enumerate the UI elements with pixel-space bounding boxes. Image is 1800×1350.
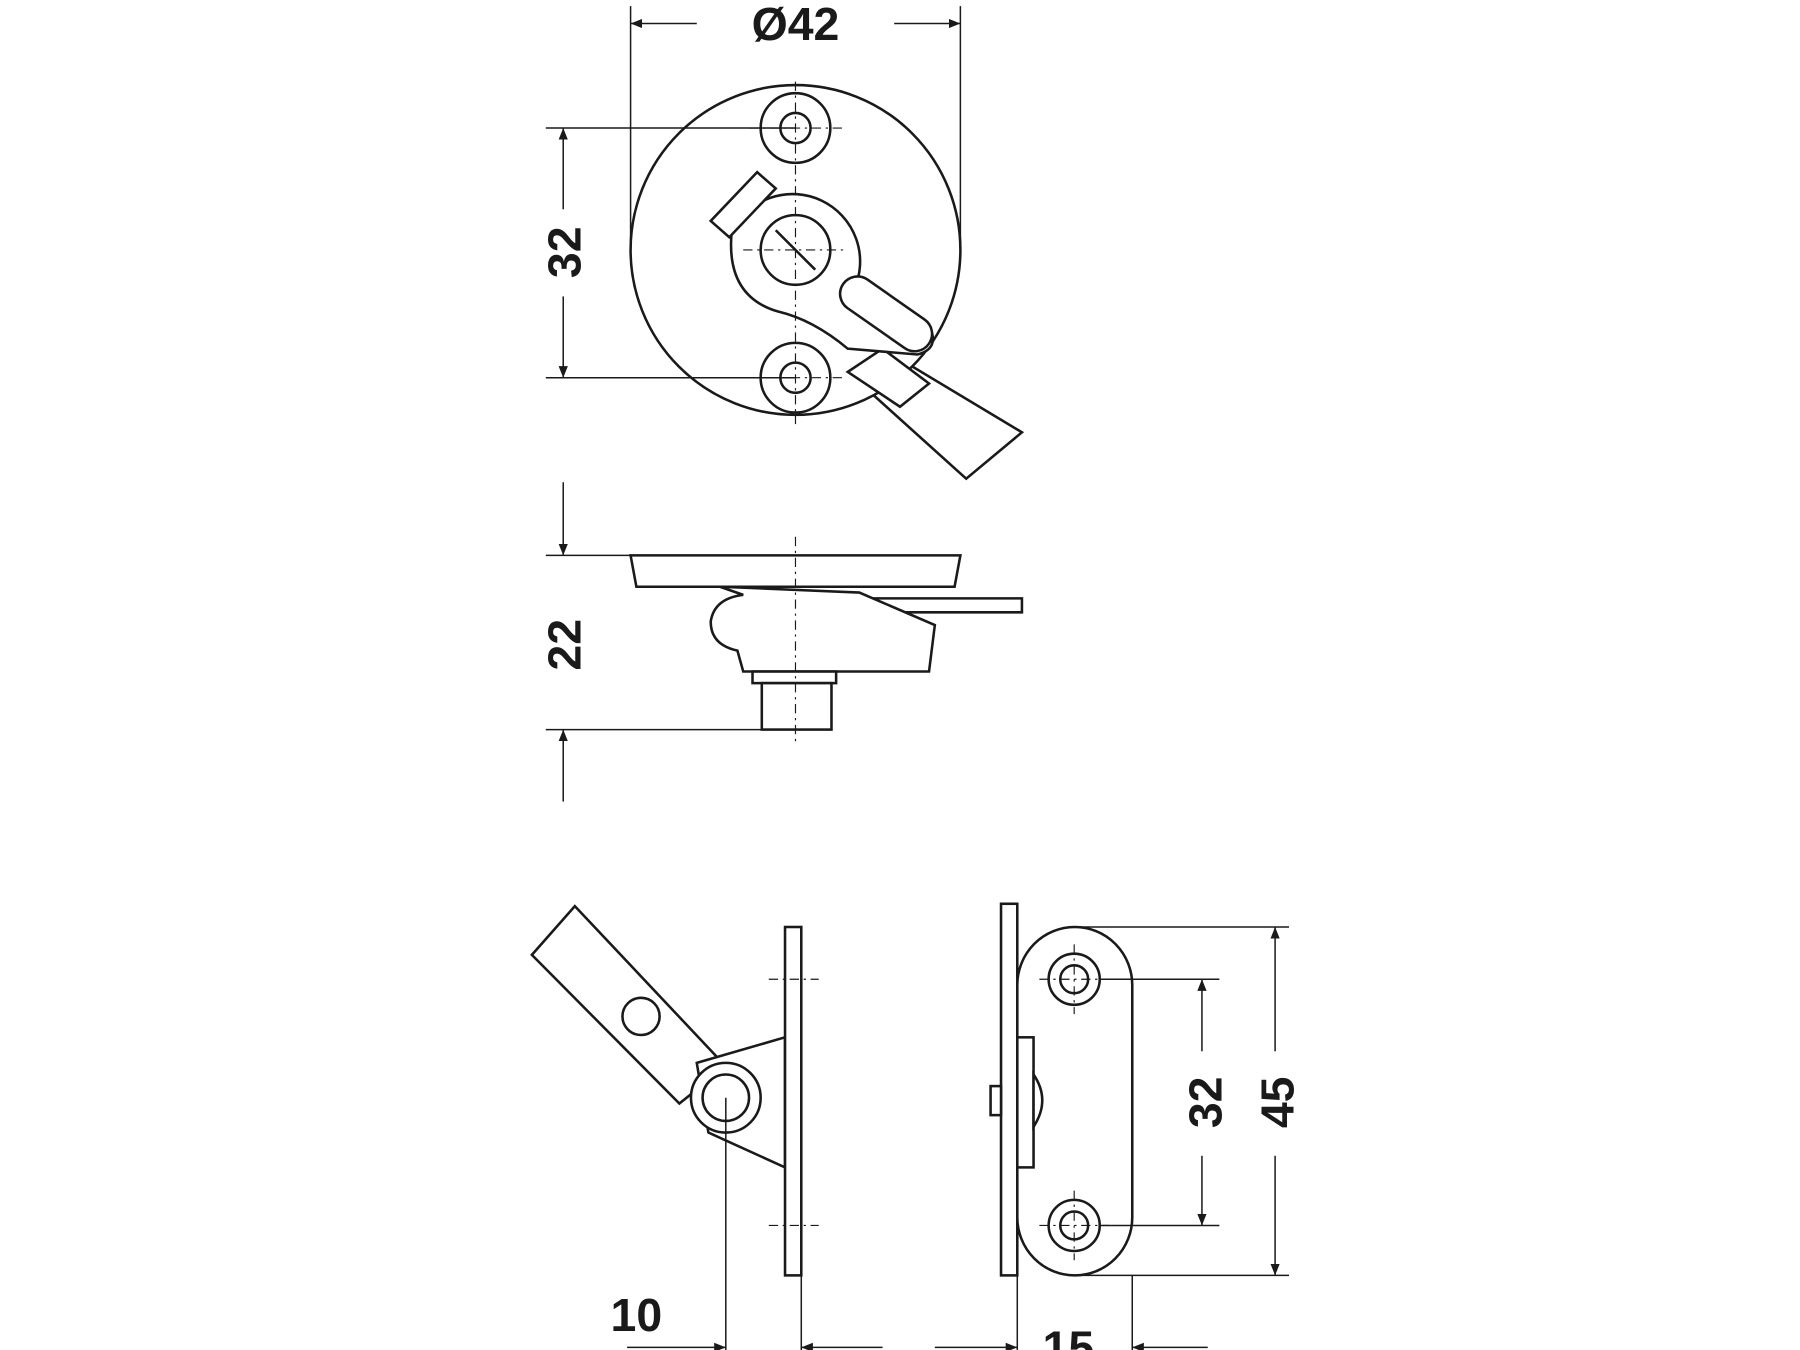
side-view: 22 — [539, 482, 1024, 802]
height-label: 22 — [539, 619, 591, 671]
bottom-left-view: 10 — [530, 904, 883, 1350]
top-view: Ø42 32 — [539, 0, 1025, 481]
bottom-right-view: 15 32 45 — [934, 902, 1304, 1350]
side-stud — [760, 681, 833, 731]
length-label: 45 — [1252, 1077, 1304, 1129]
offset-label: 10 — [611, 1289, 663, 1341]
mount-plate-right — [999, 902, 1019, 1277]
hole-spacing-label-strike: 32 — [1180, 1077, 1232, 1129]
catch-tab — [708, 170, 778, 239]
hole-spacing-label-top: 32 — [539, 226, 591, 278]
width-label: 15 — [1043, 1322, 1095, 1350]
mount-plate-left — [783, 925, 803, 1277]
side-body — [709, 585, 937, 673]
side-plate — [629, 554, 962, 589]
diameter-label: Ø42 — [752, 0, 840, 50]
arm-hole — [621, 996, 661, 1037]
adjustment-slot — [838, 275, 934, 353]
